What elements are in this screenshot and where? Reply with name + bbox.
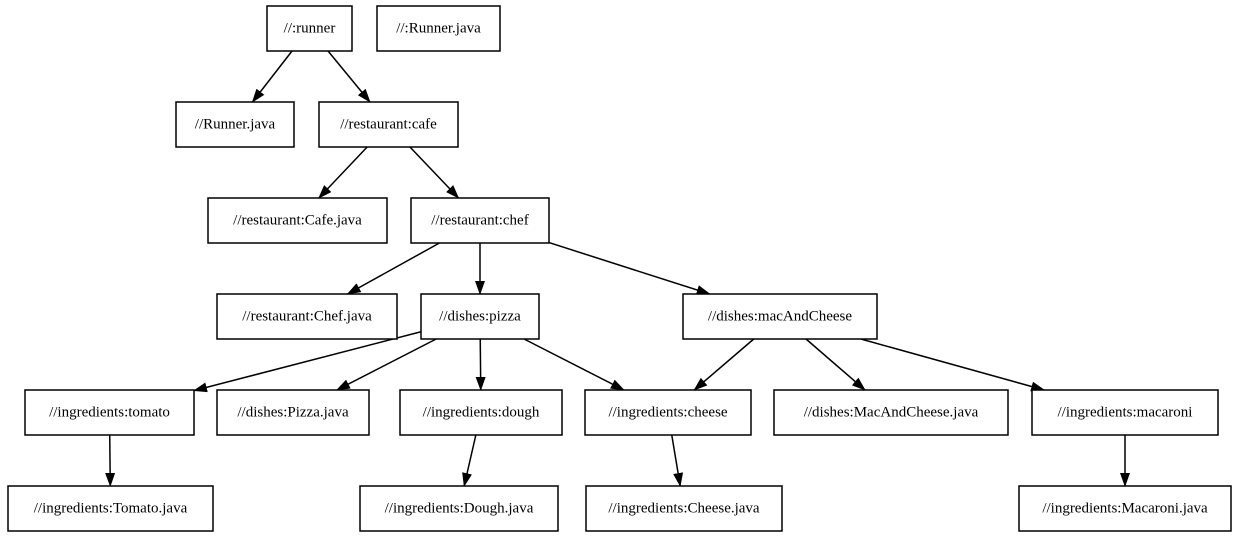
edge-cheese-to-cheese-java	[671, 434, 684, 487]
node-label-runner: //:runner	[284, 21, 336, 37]
node-label-macaroni-java: //ingredients:Macaroni.java	[1042, 501, 1208, 517]
node-label-chef: //restaurant:chef	[431, 213, 528, 229]
node-label-macaroni: //ingredients:macaroni	[1058, 405, 1193, 421]
edges-layer	[105, 50, 1130, 487]
node-mac-and-cheese-java: //dishes:MacAndCheese.java	[773, 389, 1009, 436]
node-mac-and-cheese: //dishes:macAndCheese	[682, 293, 878, 340]
node-box-mac-and-cheese	[682, 293, 878, 340]
node-cafe-java: //restaurant:Cafe.java	[207, 197, 388, 244]
node-box-dough	[399, 389, 563, 436]
node-runner: //:runner	[266, 5, 353, 52]
edge-pizza-to-dough	[475, 338, 486, 391]
node-box-dough-java	[359, 485, 559, 532]
node-macaroni: //ingredients:macaroni	[1031, 389, 1219, 436]
node-box-cheese	[584, 389, 752, 436]
node-label-mac-and-cheese: //dishes:macAndCheese	[708, 309, 852, 325]
node-label-tomato-java: //ingredients:Tomato.java	[34, 501, 188, 517]
edge-mac-and-cheese-to-cheese	[693, 338, 755, 391]
edge-pizza-to-pizza-java	[335, 338, 437, 391]
node-label-runner-java-root: //:Runner.java	[396, 21, 481, 37]
nodes-layer: //:runner //:Runner.java //Runner.java //re…	[7, 5, 1232, 532]
node-box-runner	[266, 5, 353, 52]
node-box-mac-and-cheese-java	[773, 389, 1009, 436]
node-box-cheese-java	[585, 485, 783, 532]
node-tomato: //ingredients:tomato	[24, 389, 195, 436]
edge-runner-to-cafe	[327, 50, 371, 103]
node-runner-java: //Runner.java	[175, 101, 295, 148]
node-dough-java: //ingredients:Dough.java	[359, 485, 559, 532]
node-label-pizza-java: //dishes:Pizza.java	[237, 405, 349, 421]
node-label-mac-and-cheese-java: //dishes:MacAndCheese.java	[804, 405, 979, 421]
node-box-pizza	[420, 293, 540, 340]
node-box-chef	[410, 197, 550, 244]
node-pizza: //dishes:pizza	[420, 293, 540, 340]
node-box-macaroni-java	[1018, 485, 1232, 532]
edge-pizza-to-cheese	[523, 338, 625, 391]
edge-chef-to-mac-and-cheese	[548, 241, 711, 295]
node-label-cafe: //restaurant:cafe	[340, 117, 437, 133]
edge-cafe-to-cafe-java	[318, 146, 368, 199]
node-pizza-java: //dishes:Pizza.java	[216, 389, 370, 436]
node-label-dough-java: //ingredients:Dough.java	[385, 501, 534, 517]
edge-cafe-to-chef	[409, 146, 460, 199]
node-macaroni-java: //ingredients:Macaroni.java	[1018, 485, 1232, 532]
edge-runner-to-runner-java	[251, 50, 293, 103]
node-box-runner-java	[175, 101, 295, 148]
edge-mac-and-cheese-to-mac-and-cheese-java	[805, 338, 866, 391]
node-cheese-java: //ingredients:Cheese.java	[585, 485, 783, 532]
node-runner-java-root: //:Runner.java	[376, 5, 501, 52]
node-label-chef-java: //restaurant:Chef.java	[242, 309, 372, 325]
node-chef: //restaurant:chef	[410, 197, 550, 244]
edge-mac-and-cheese-to-macaroni	[860, 338, 1046, 392]
node-box-chef-java	[216, 293, 398, 340]
node-label-cafe-java: //restaurant:Cafe.java	[233, 213, 362, 229]
edge-tomato-to-tomato-java	[105, 434, 116, 487]
node-label-cheese-java: //ingredients:Cheese.java	[608, 501, 760, 517]
node-label-tomato: //ingredients:tomato	[49, 405, 170, 421]
node-box-macaroni	[1031, 389, 1219, 436]
node-box-runner-java-root	[376, 5, 501, 52]
node-box-tomato-java	[7, 485, 214, 532]
node-dough: //ingredients:dough	[399, 389, 563, 436]
node-cheese: //ingredients:cheese	[584, 389, 752, 436]
node-chef-java: //restaurant:Chef.java	[216, 293, 398, 340]
node-label-pizza: //dishes:pizza	[439, 309, 521, 325]
edge-pizza-to-tomato	[193, 331, 422, 393]
edge-chef-to-chef-java	[346, 242, 440, 295]
node-box-pizza-java	[216, 389, 370, 436]
node-label-cheese: //ingredients:cheese	[608, 405, 727, 421]
node-box-cafe-java	[207, 197, 388, 244]
node-tomato-java: //ingredients:Tomato.java	[7, 485, 214, 532]
node-label-dough: //ingredients:dough	[423, 405, 540, 421]
node-cafe: //restaurant:cafe	[318, 101, 459, 148]
node-label-runner-java: //Runner.java	[195, 117, 276, 133]
node-box-cafe	[318, 101, 459, 148]
node-box-tomato	[24, 389, 195, 436]
edge-dough-to-dough-java	[462, 434, 477, 487]
